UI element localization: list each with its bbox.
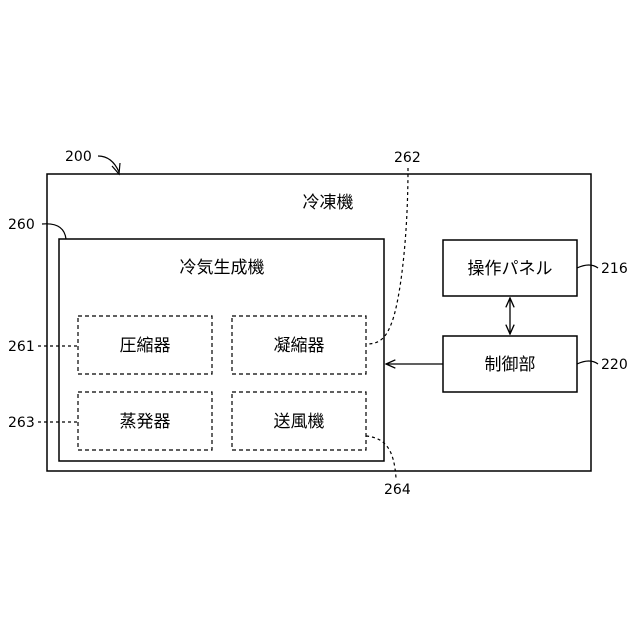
controller-label: 制御部 [485, 355, 536, 375]
ref-200: 200 [65, 149, 92, 165]
ref-262: 262 [394, 150, 421, 166]
ref-264: 264 [384, 482, 411, 498]
ref-220: 220 [601, 357, 628, 373]
ref-216-leader [577, 265, 598, 268]
operation-panel-label: 操作パネル [468, 259, 553, 279]
ref-220-leader [577, 361, 598, 364]
evaporator-label: 蒸発器 [120, 412, 171, 432]
ref-260-leader [42, 224, 66, 239]
blower-label: 送風機 [274, 412, 325, 432]
ref-260: 260 [8, 217, 35, 233]
condenser-label: 凝縮器 [274, 336, 325, 356]
cold-air-generator-label: 冷気生成機 [180, 258, 265, 278]
ref-200-arrowhead [112, 163, 120, 174]
ref-216: 216 [601, 261, 628, 277]
ref-263: 263 [8, 415, 35, 431]
compressor-label: 圧縮器 [120, 336, 171, 356]
ref-261: 261 [8, 339, 35, 355]
ref-262-leader [366, 168, 408, 344]
refrigerator-label: 冷凍機 [303, 193, 354, 213]
